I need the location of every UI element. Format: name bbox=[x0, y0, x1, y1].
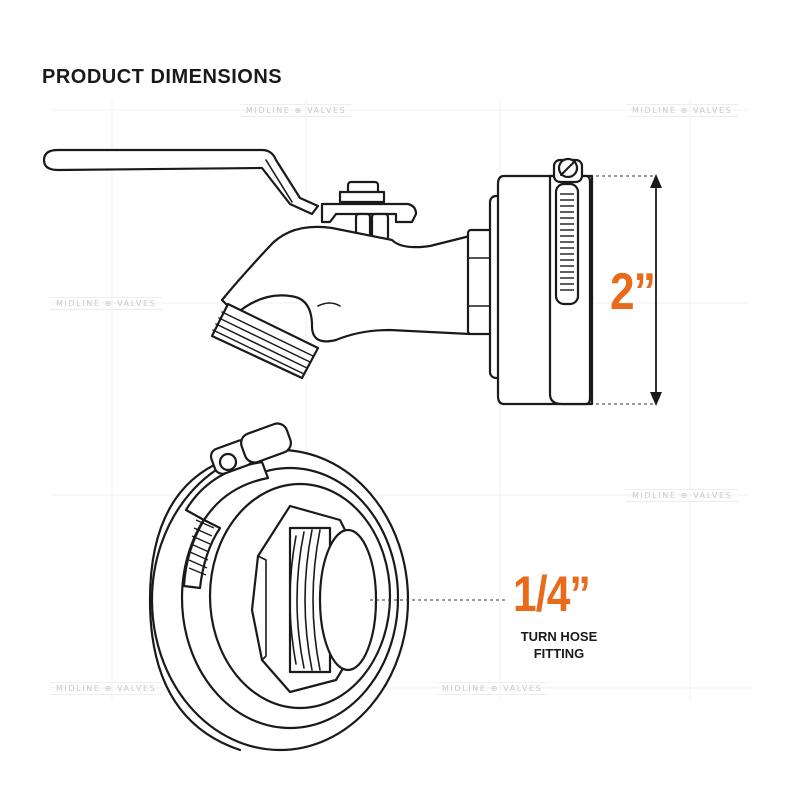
front-clamp-band bbox=[184, 460, 270, 522]
watermark: MIDLINE ⊕ VALVES bbox=[626, 489, 739, 502]
hose-fitting-size-label: 1/4” bbox=[513, 566, 591, 622]
front-clamp-screw bbox=[240, 422, 292, 464]
watermark: MIDLINE ⊕ VALVES bbox=[240, 104, 353, 117]
caption-line: TURN HOSE bbox=[520, 629, 598, 644]
watermark: MIDLINE ⊕ VALVES bbox=[436, 682, 549, 695]
hose-barb-threads bbox=[288, 526, 332, 674]
hose-fitting-caption: TURN HOSE FITTING bbox=[507, 628, 611, 662]
lever-handle bbox=[42, 148, 320, 216]
barb-outlet bbox=[318, 528, 378, 672]
spigot-threads bbox=[210, 302, 320, 380]
clamp-slots bbox=[560, 193, 574, 291]
dimension-line-2in bbox=[596, 174, 662, 406]
spigot-body bbox=[220, 225, 472, 343]
watermark: MIDLINE ⊕ VALVES bbox=[50, 297, 163, 310]
caption-line: FITTING bbox=[533, 646, 585, 661]
adapter-diameter-label: 2” bbox=[610, 263, 656, 321]
bonnet bbox=[320, 202, 418, 224]
front-clamp-slots bbox=[188, 519, 215, 576]
watermark: MIDLINE ⊕ VALVES bbox=[626, 104, 739, 117]
watermark: MIDLINE ⊕ VALVES bbox=[50, 682, 163, 695]
page-title: PRODUCT DIMENSIONS bbox=[42, 66, 283, 88]
